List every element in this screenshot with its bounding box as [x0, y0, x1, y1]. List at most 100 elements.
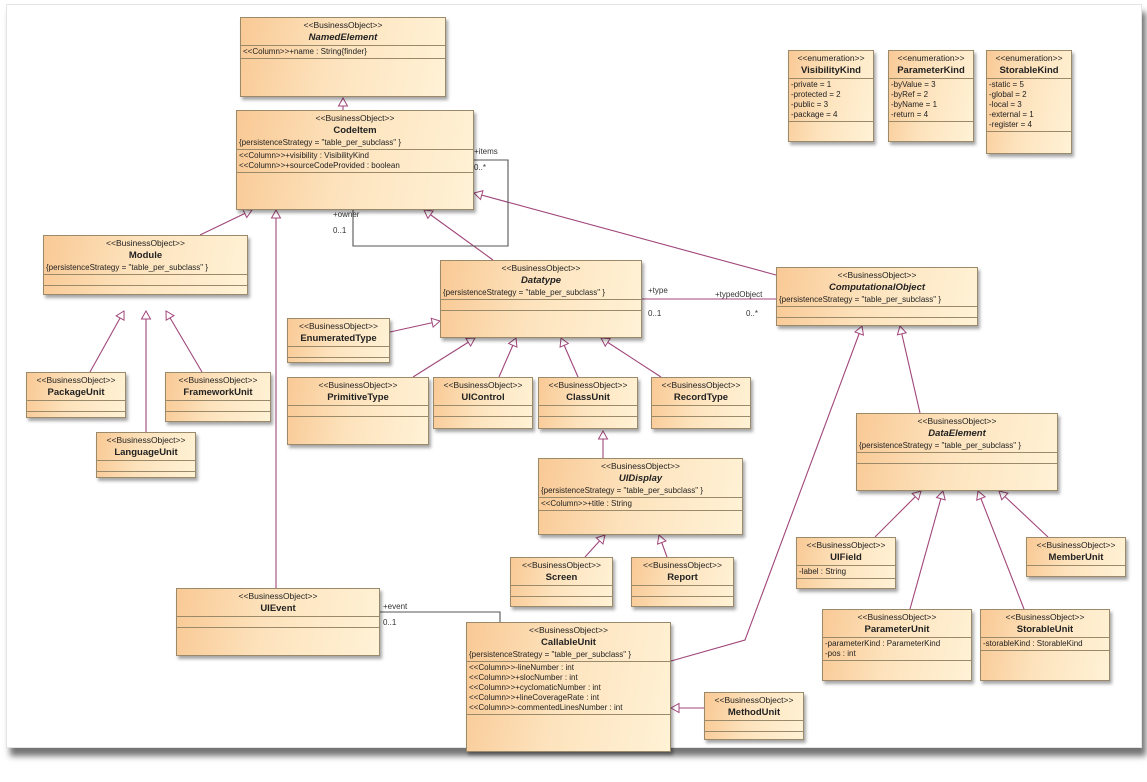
- class-primitive-type[interactable]: <<BusinessObject>>PrimitiveType: [287, 377, 429, 445]
- operation-compartment: [823, 660, 971, 671]
- stereotype-label: <<BusinessObject>>: [806, 540, 886, 550]
- class-named-element[interactable]: <<BusinessObject>> NamedElement <<Column>>…: [240, 17, 446, 97]
- class-code-item[interactable]: <<BusinessObject>>CodeItem{persistenceSt…: [236, 110, 474, 210]
- attribute: -storableKind : StorableKind: [983, 639, 1083, 648]
- stereotype-label: <<BusinessObject>>: [303, 20, 383, 30]
- class-record-type[interactable]: <<BusinessObject>>RecordType: [651, 377, 751, 429]
- class-screen[interactable]: <<BusinessObject>>Screen: [510, 557, 613, 607]
- operation-compartment: [44, 285, 247, 296]
- class-storable-kind[interactable]: <<enumeration>>StorableKind-static = 5-g…: [986, 50, 1072, 154]
- class-parameter-kind[interactable]: <<enumeration>>ParameterKind-byValue = 3…: [888, 50, 974, 142]
- class-header: <<BusinessObject>>PackageUnit: [27, 373, 125, 400]
- operation-compartment: [288, 357, 389, 368]
- tagged-value: {persistenceStrategy = "table_per_subcla…: [239, 138, 401, 147]
- attribute: <<Column>>+visibility : VisibilityKind: [239, 151, 369, 160]
- class-name: Report: [667, 572, 698, 583]
- operation-compartment: [777, 317, 977, 328]
- class-name: NamedElement: [308, 32, 378, 43]
- class-name: ComputationalObject: [828, 282, 926, 293]
- generalization-arrowhead-icon: [896, 325, 908, 336]
- class-header: <<BusinessObject>>MemberUnit: [1027, 538, 1125, 565]
- multiplicity-event: 0..1: [383, 618, 397, 627]
- stereotype-label: <<BusinessObject>>: [1005, 612, 1085, 622]
- class-name: Module: [128, 250, 163, 261]
- class-header: <<BusinessObject>>Report: [632, 558, 733, 585]
- stereotype-label: <<BusinessObject>>: [318, 380, 398, 390]
- class-visibility-kind[interactable]: <<enumeration>>VisibilityKind-private = …: [788, 50, 874, 142]
- operation-compartment: [27, 411, 125, 422]
- class-storable-unit[interactable]: <<BusinessObject>>StorableUnit -storableK…: [980, 609, 1110, 681]
- stereotype-label: <<BusinessObject>>: [917, 416, 997, 426]
- class-member-unit[interactable]: <<BusinessObject>>MemberUnit: [1026, 537, 1126, 577]
- attribute: -parameterKind : ParameterKind: [825, 639, 941, 648]
- attribute-compartment: <<Column>>+visibility : VisibilityKind<<…: [237, 149, 473, 172]
- class-uidisplay[interactable]: <<BusinessObject>>UIDisplay{persistenceS…: [538, 458, 743, 535]
- class-enumerated-type[interactable]: <<BusinessObject>>EnumeratedType: [287, 318, 390, 363]
- operation-compartment: [987, 131, 1071, 142]
- class-header: <<enumeration>>VisibilityKind: [789, 51, 873, 78]
- class-header: <<BusinessObject>>UIField: [797, 538, 895, 565]
- class-header: <<enumeration>>StorableKind: [987, 51, 1071, 78]
- class-computational-object[interactable]: <<BusinessObject>>ComputationalObject{pe…: [776, 267, 978, 326]
- class-report[interactable]: <<BusinessObject>>Report: [631, 557, 734, 607]
- class-header: <<BusinessObject>> NamedElement: [241, 18, 445, 45]
- attribute: <<Column>>+sourceCodeProvided : boolean: [239, 161, 400, 170]
- class-header: <<BusinessObject>>MethodUnit: [705, 693, 803, 720]
- class-header: <<BusinessObject>>StorableUnit: [981, 610, 1109, 637]
- generalization-uifield-to-data-element: [874, 490, 922, 538]
- generalization-computational-object-to-code-item: [473, 192, 777, 276]
- attribute-compartment: -label : String: [797, 565, 895, 578]
- attribute-compartment: [27, 400, 125, 411]
- attribute-compartment: <<Column>>+name : String{finder}: [241, 45, 445, 58]
- class-uicontrol[interactable]: <<BusinessObject>>UIControl: [433, 377, 533, 429]
- class-package-unit[interactable]: <<BusinessObject>>PackageUnit: [26, 372, 126, 418]
- operation-compartment: [539, 510, 742, 521]
- stereotype-label: <<BusinessObject>>: [601, 461, 680, 471]
- class-parameter-unit[interactable]: <<BusinessObject>>ParameterUnit-paramete…: [822, 609, 972, 681]
- operation-compartment: [889, 121, 973, 132]
- generalization-package-unit-to-module: [89, 310, 125, 373]
- attribute-compartment: [97, 460, 195, 471]
- generalization-arrowhead-icon: [854, 325, 865, 336]
- attribute-compartment: [632, 585, 733, 596]
- generalization-arrowhead-icon: [507, 337, 518, 348]
- multiplicity-items: 0..*: [474, 163, 487, 172]
- multiplicity-typed-object: 0..*: [746, 309, 759, 318]
- operation-compartment: [434, 416, 532, 427]
- class-class-unit[interactable]: <<BusinessObject>>ClassUnit: [538, 377, 638, 429]
- class-uifield[interactable]: <<BusinessObject>>UIField -label : String: [796, 537, 896, 589]
- generalization-arrowhead-icon: [337, 96, 349, 107]
- stereotype-label: <<BusinessObject>>: [106, 435, 186, 445]
- attribute: -label : String: [799, 567, 847, 576]
- stereotype-label: <<BusinessObject>>: [36, 375, 116, 385]
- class-data-element[interactable]: <<BusinessObject>>DataElement{persistenc…: [856, 413, 1058, 491]
- stereotype-label: <<enumeration>>: [897, 53, 965, 63]
- attribute: <<Column>>+slocNumber : int: [469, 673, 578, 682]
- attribute: -register = 4: [989, 120, 1032, 129]
- attribute-compartment: [166, 400, 270, 411]
- tagged-value: {persistenceStrategy = "table_per_subcla…: [469, 650, 631, 659]
- class-header: <<BusinessObject>>CallableUnit{persisten…: [467, 623, 670, 661]
- class-method-unit[interactable]: <<BusinessObject>>MethodUnit: [704, 692, 804, 740]
- class-callable-unit[interactable]: <<BusinessObject>>CallableUnit{persisten…: [466, 622, 671, 752]
- class-module[interactable]: <<BusinessObject>>Module{persistenceStra…: [43, 235, 248, 295]
- attribute: -protected = 2: [791, 90, 841, 99]
- class-name: LanguageUnit: [114, 447, 178, 458]
- stereotype-label: <<BusinessObject>>: [238, 591, 318, 601]
- generalization-arrowhead-icon: [430, 317, 441, 329]
- class-header: <<BusinessObject>>PrimitiveType: [288, 378, 428, 405]
- class-framework-unit[interactable]: <<BusinessObject>>FrameworkUnit: [165, 372, 271, 422]
- generalization-callable-unit-to-computational-object: [670, 325, 863, 662]
- generalization-arrowhead-icon: [595, 534, 606, 545]
- class-uievent[interactable]: <<BusinessObject>>UIEvent: [176, 588, 380, 656]
- class-datatype[interactable]: <<BusinessObject>>Datatype{persistenceSt…: [440, 260, 642, 338]
- role-label-type: +type: [648, 286, 668, 295]
- attribute-compartment: [857, 452, 1057, 463]
- class-language-unit[interactable]: <<BusinessObject>> LanguageUnit: [96, 432, 196, 478]
- class-header: <<BusinessObject>> LanguageUnit: [97, 433, 195, 460]
- stereotype-label: <<BusinessObject>>: [522, 560, 601, 570]
- operation-compartment: [632, 596, 733, 607]
- multiplicity-owner: 0..1: [333, 226, 347, 235]
- attribute: -global = 2: [989, 90, 1027, 99]
